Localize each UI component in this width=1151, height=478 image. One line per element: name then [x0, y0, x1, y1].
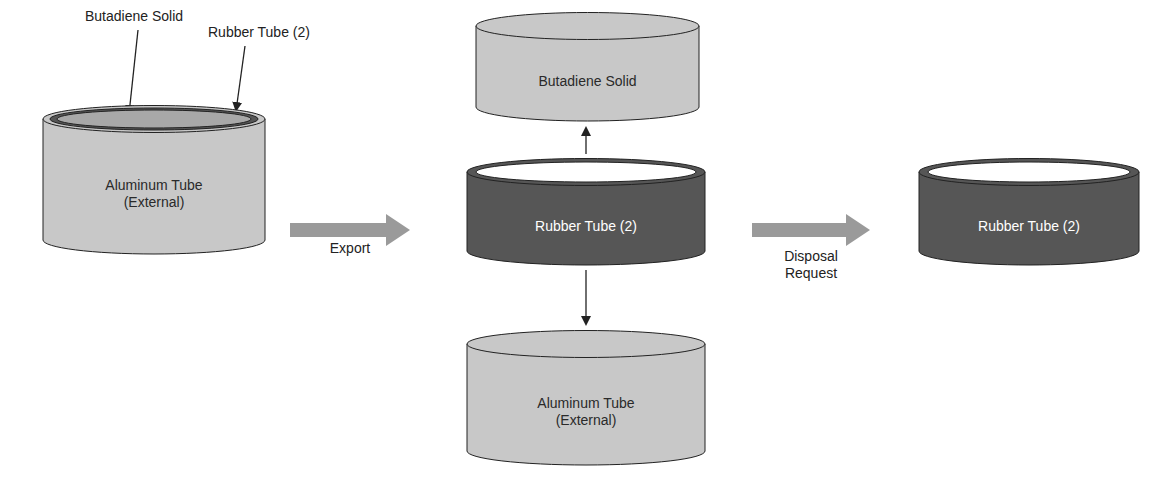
cylinder-side [476, 26, 699, 121]
tube-hollow [928, 162, 1130, 182]
cylinder-outline [475, 12, 700, 122]
arrow-line [585, 270, 586, 316]
step-label: Disposal Request [771, 248, 851, 282]
cylinder-top [467, 331, 705, 358]
cylinder-body: Aluminum Tube (External) [466, 358, 706, 466]
tube-name: Rubber Tube (2) [535, 218, 637, 235]
butadiene-core [57, 110, 251, 128]
block-arrow [290, 223, 386, 237]
cylinder-side [467, 344, 705, 465]
rubber-tube-cylinder: Rubber Tube (2) [466, 158, 706, 266]
leader-line [129, 30, 138, 114]
tube-cylinder: Aluminum Tube (External) [42, 105, 266, 255]
cylinder-top [43, 106, 265, 133]
cylinder-top [919, 159, 1139, 186]
cylinder-body: Butadiene Solid [475, 40, 700, 122]
step-label: Export [305, 240, 395, 257]
tube-cylinder: Aluminum Tube (External) [466, 330, 706, 466]
tube-name: Rubber Tube (2) [978, 218, 1080, 235]
tube-hollow [476, 162, 696, 182]
tube-name: Butadiene Solid [538, 73, 636, 90]
cylinder-outline [918, 158, 1140, 266]
arrow-line [585, 136, 586, 154]
tube-name: Aluminum Tube (External) [89, 177, 219, 211]
cylinder-outline [466, 158, 706, 266]
tube-cylinder: Butadiene Solid [475, 12, 700, 122]
leader-line [236, 46, 245, 111]
cylinder-top [467, 159, 705, 186]
part-callout: Butadiene Solid [85, 8, 183, 25]
cylinder-body: Aluminum Tube (External) [42, 133, 266, 255]
rubber-ring [50, 108, 258, 130]
cylinder-body: Rubber Tube (2) [466, 186, 706, 266]
rubber-tube-cylinder: Rubber Tube (2) [918, 158, 1140, 266]
cylinder-side [43, 119, 265, 254]
part-callout: Rubber Tube (2) [208, 24, 310, 41]
block-arrow [752, 223, 846, 237]
cylinder-body: Rubber Tube (2) [918, 186, 1140, 266]
tube-name: Aluminum Tube (External) [521, 395, 651, 429]
cylinder-top [476, 13, 699, 40]
